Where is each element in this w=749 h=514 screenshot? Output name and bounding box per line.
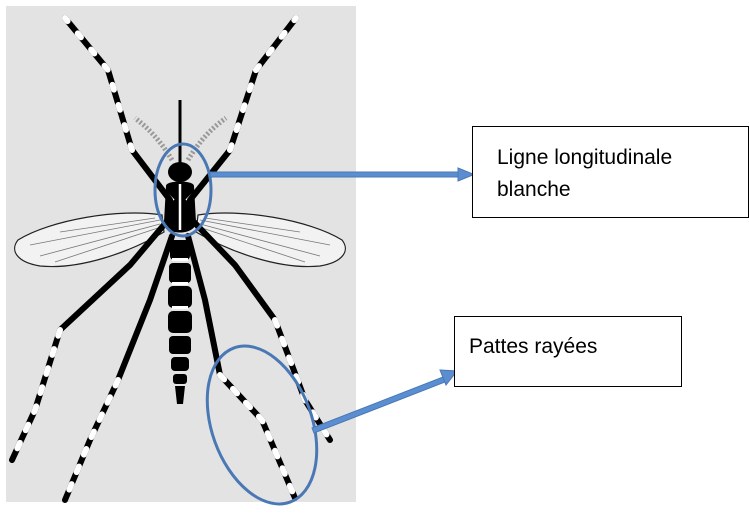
label-striped-legs-text: Pattes rayées	[469, 335, 597, 358]
right-antenna	[188, 118, 226, 160]
head	[168, 162, 192, 182]
label-striped-legs: Pattes rayées	[454, 316, 682, 387]
left-wing	[15, 213, 164, 267]
label-longitudinal-line: Ligne longitudinale blanche	[472, 126, 749, 218]
legs-callout-arrow	[312, 370, 457, 433]
right-wing	[196, 213, 345, 267]
thorax-callout-arrow	[210, 168, 474, 181]
label-longitudinal-line-text: Ligne longitudinale blanche	[497, 146, 672, 201]
mosquito-body	[12, 18, 345, 500]
abdomen	[168, 240, 192, 404]
